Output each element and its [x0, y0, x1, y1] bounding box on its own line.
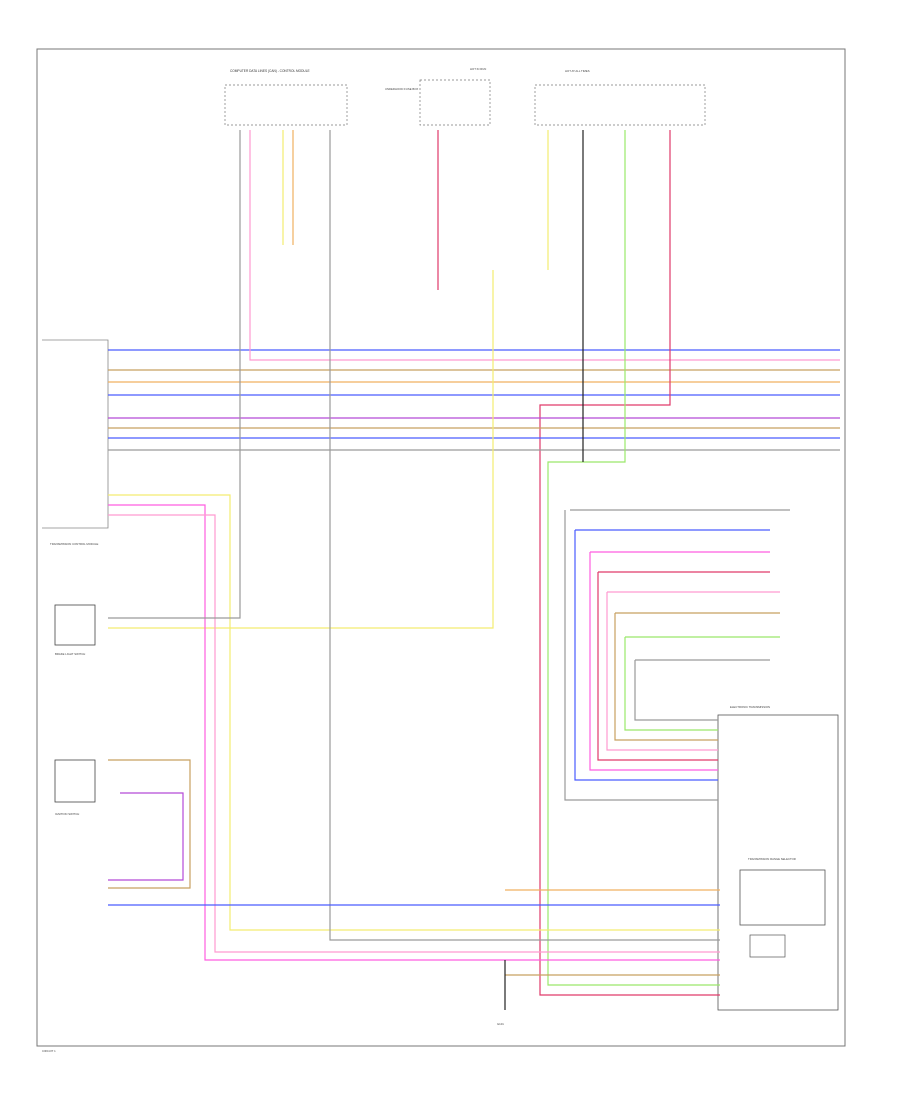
right-transmission-module	[717, 714, 839, 1011]
module-inner-box	[749, 934, 786, 958]
bottom-left-code: CIRCUIT 1	[42, 1049, 56, 1053]
underhood-fuse-label: UNDERHOOD FUSE BOX	[385, 87, 418, 91]
wire-red-24	[597, 572, 718, 761]
left-tcm-bracket	[42, 339, 109, 529]
wire-brown-26	[614, 613, 718, 741]
wire-brown-31	[108, 759, 191, 889]
right-module-label: ELECTRONIC TRANSMISSION	[730, 705, 770, 709]
wire-layer	[108, 130, 840, 996]
wire-pink-16	[108, 514, 720, 953]
wire-gray-28	[634, 660, 718, 721]
wire-gray-18	[108, 130, 241, 619]
hot-at-all-times-label: HOT AT ALL TIMES	[565, 69, 590, 73]
ignition-switch-box	[54, 759, 96, 803]
ignition-switch-label: IGNITION SWITCH	[55, 812, 79, 816]
left-tcm-label: TRANSMISSION CONTROL MODULE	[50, 542, 99, 546]
wire-green-27	[624, 637, 718, 731]
ground-label: G101	[497, 1022, 504, 1026]
diagram-frame	[36, 48, 846, 1047]
fuse-block-right	[534, 84, 706, 126]
wire-gray-19	[329, 130, 720, 941]
wire-yellow-14	[108, 270, 494, 629]
fuse-block-left	[419, 79, 491, 126]
wire-gray-29	[564, 510, 718, 801]
top-control-module	[224, 84, 348, 126]
hot-in-run-label: HOT IN RUN	[470, 67, 486, 71]
wire-yellow-17	[108, 494, 720, 931]
brake-switch-box	[54, 604, 96, 646]
wire-magenta-23	[589, 552, 718, 771]
wire-magenta-15	[108, 504, 720, 961]
brake-switch-label: BRAKE LIGHT SWITCH	[55, 652, 85, 656]
wire-red-5	[539, 130, 720, 996]
range-selector-box	[739, 869, 826, 926]
wire-pink-25	[606, 592, 718, 751]
range-selector-label: TRANSMISSION RANGE SELECTOR	[748, 857, 796, 861]
wire-blue-22	[574, 530, 718, 781]
wire-pink-1	[249, 130, 840, 361]
wire-violet-32	[108, 792, 184, 881]
top-module-label: COMPUTER DATA LINES (CAN) - CONTROL MODU…	[230, 69, 310, 73]
wire-green-10	[547, 130, 720, 986]
